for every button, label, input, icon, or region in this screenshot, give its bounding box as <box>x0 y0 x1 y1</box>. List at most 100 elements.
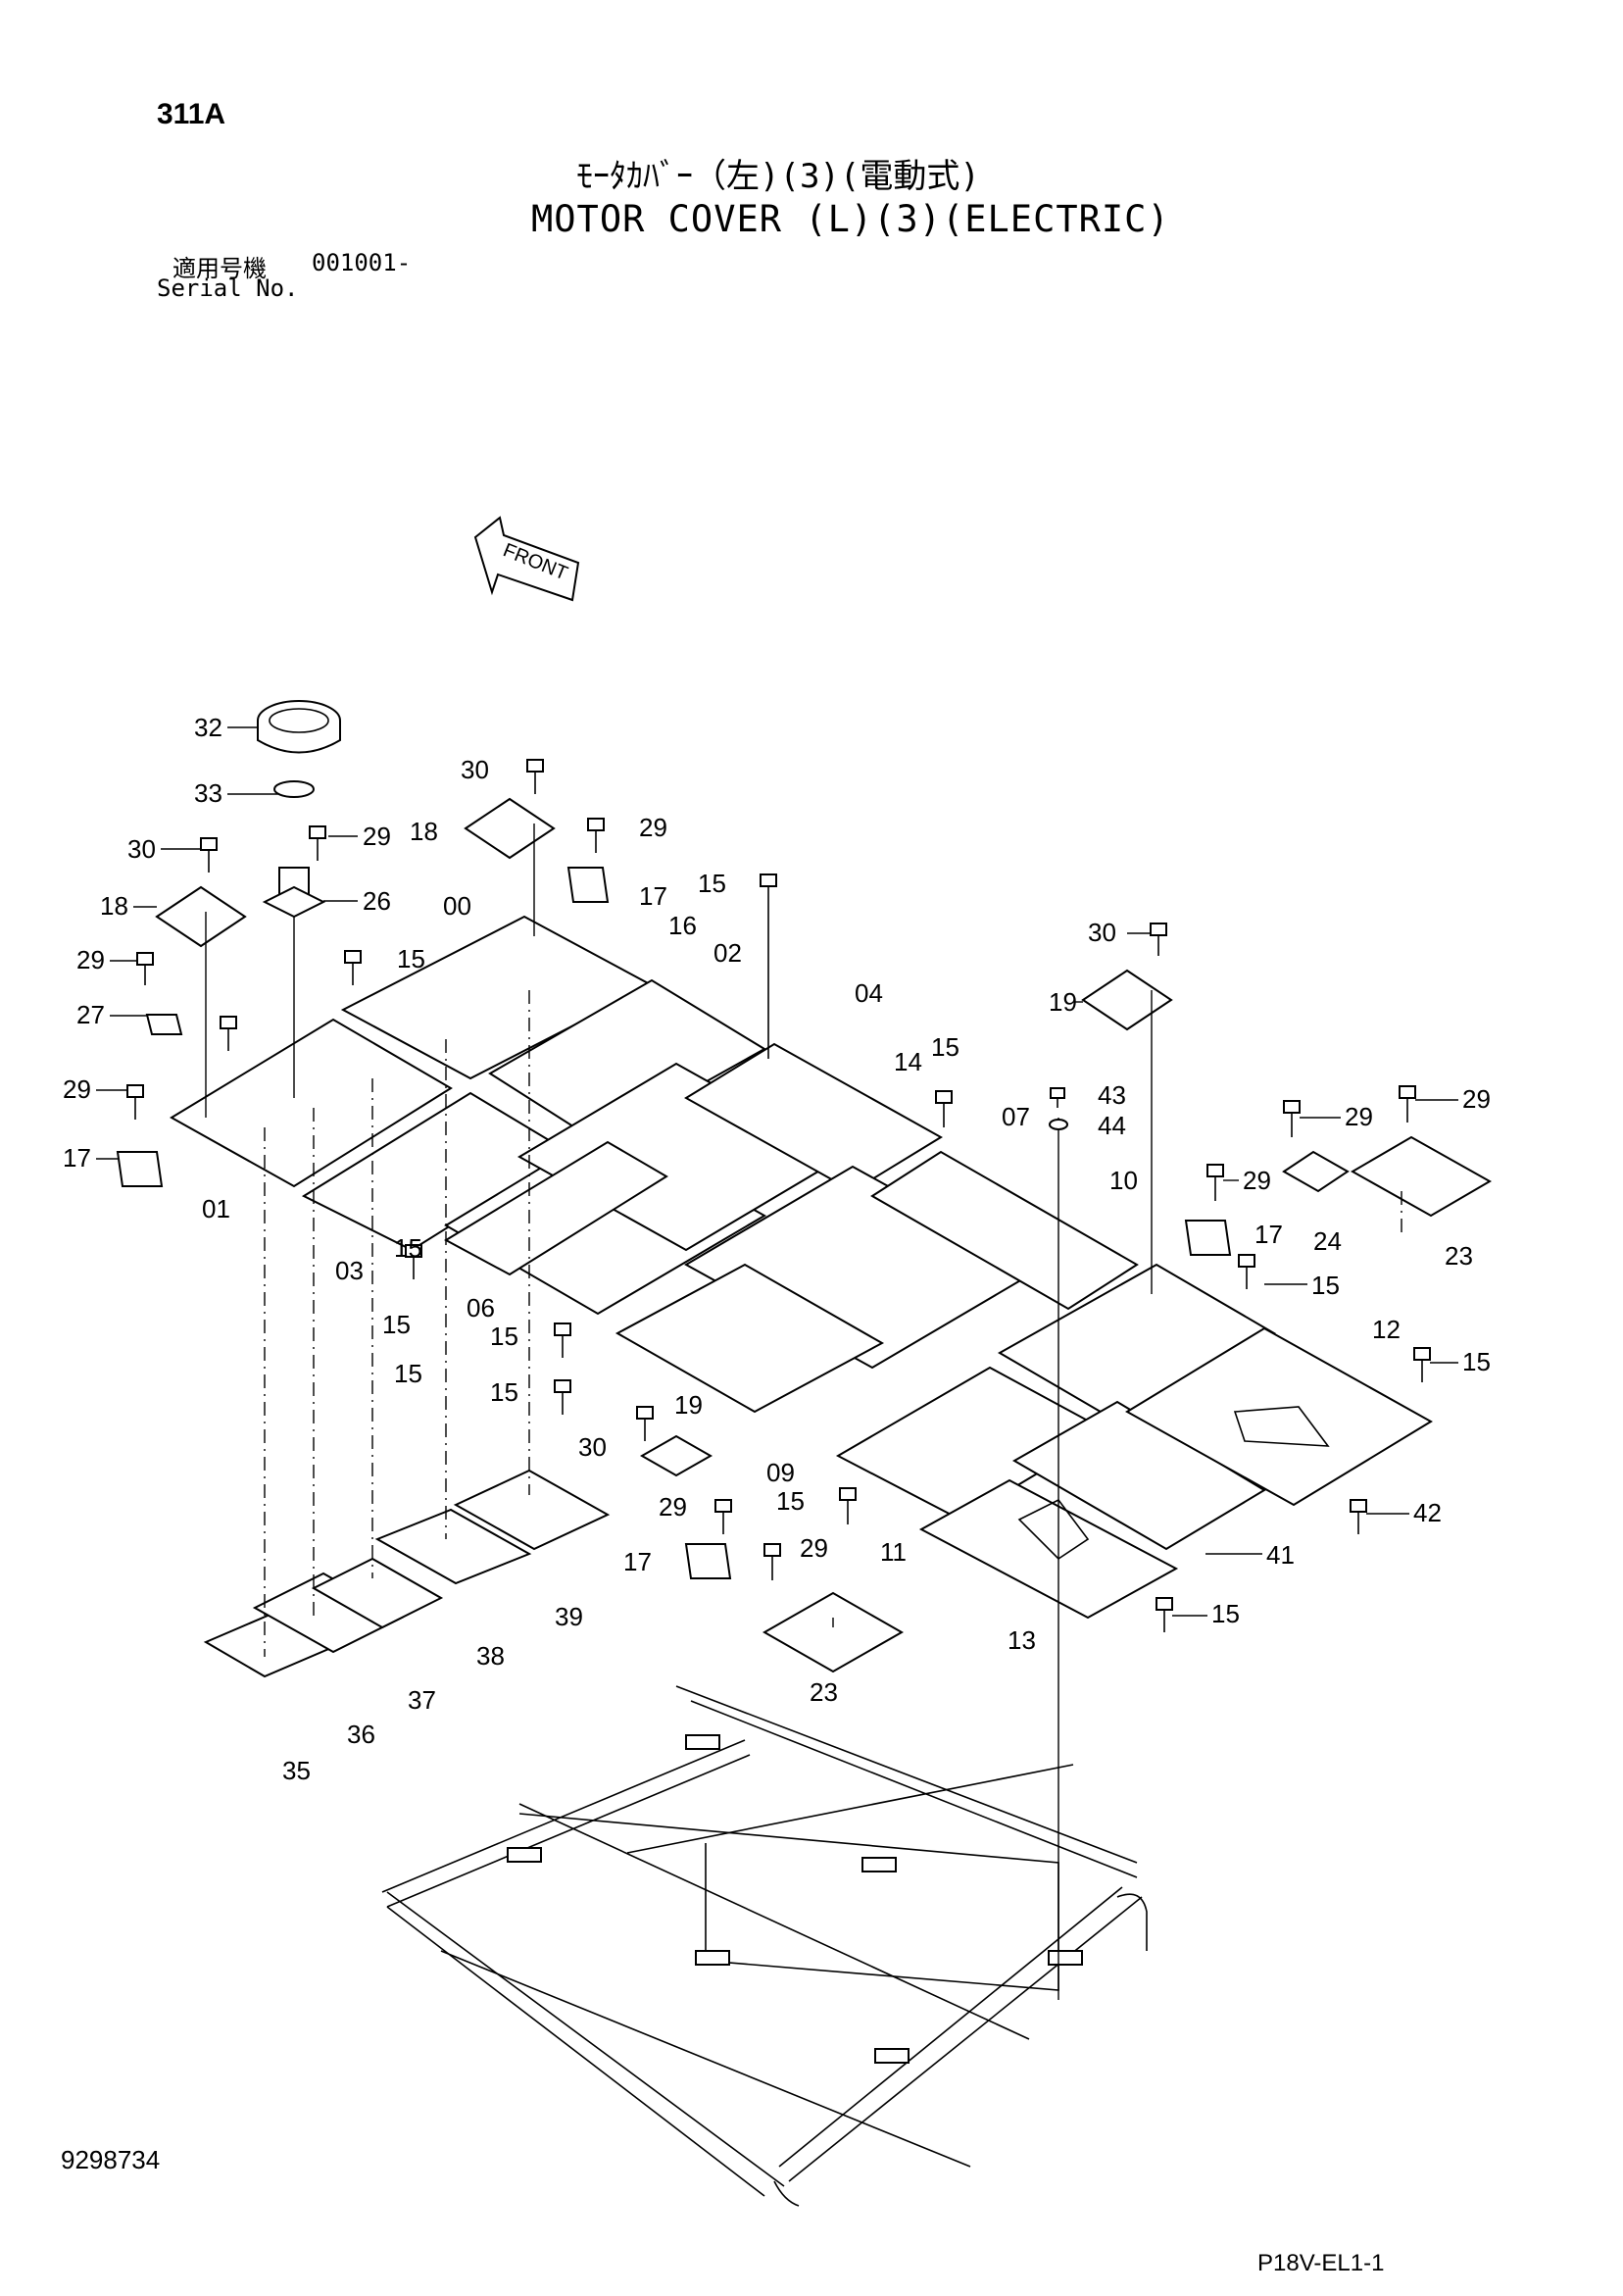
plate-06 <box>443 1140 668 1276</box>
callout-label: 15 <box>490 1322 518 1351</box>
callout-label: 29 <box>63 1074 91 1104</box>
callout-label: 29 <box>1345 1102 1373 1131</box>
callout-label: 09 <box>766 1458 795 1487</box>
callout-label: 29 <box>1462 1084 1491 1114</box>
callout-label: 23 <box>1445 1241 1473 1271</box>
bolt-icon <box>1050 1087 1065 1108</box>
sheet-code: P18V-EL1-1 <box>1257 2250 1385 2276</box>
bolt-icon <box>1283 1100 1301 1137</box>
callout-label: 16 <box>668 911 697 940</box>
bracket-17-right <box>1184 1220 1232 1256</box>
assembly-lines <box>205 824 1402 2000</box>
callout-label: 15 <box>1211 1599 1240 1628</box>
mat-37 <box>311 1557 444 1629</box>
cover-18-top <box>464 797 556 860</box>
bracket-17-lower <box>684 1543 732 1579</box>
bolt-icon <box>126 1084 144 1120</box>
bolt-icon <box>1206 1164 1224 1201</box>
callout-label: 17 <box>63 1143 91 1173</box>
callout-label: 33 <box>194 778 222 808</box>
callout-label: 15 <box>931 1032 959 1062</box>
bolt-icon <box>220 1016 237 1051</box>
bolt-icon <box>1413 1347 1431 1382</box>
motor-cap-assembly <box>257 700 341 919</box>
callout-label: 44 <box>1098 1111 1126 1140</box>
callout-label: 17 <box>1254 1220 1283 1249</box>
bolt-icon <box>526 759 544 794</box>
callout-label: 04 <box>855 978 883 1008</box>
callout-label: 15 <box>382 1310 411 1339</box>
bolt-icon <box>200 837 218 873</box>
callout-label: 32 <box>194 713 222 742</box>
title-japanese: ﾓｰﾀｶﾊﾞｰ（左)(3)(電動式) <box>576 157 980 196</box>
bolt-icon <box>344 950 362 985</box>
plate-01 <box>170 1018 453 1188</box>
document-number: 9298734 <box>61 2145 161 2174</box>
callout-label: 30 <box>578 1432 607 1462</box>
callout-label: 29 <box>1243 1166 1271 1195</box>
bolt-icon <box>1156 1597 1173 1632</box>
callout-label: 00 <box>443 891 471 921</box>
plate-09 <box>615 1263 885 1414</box>
callout-label: 35 <box>282 1756 311 1785</box>
bolt-icon <box>636 1406 654 1441</box>
bolt-icon <box>587 818 605 853</box>
mat-39 <box>453 1469 611 1551</box>
bracket-17-top <box>566 867 610 903</box>
callout-label: 07 <box>1002 1102 1030 1131</box>
bolt-icon <box>1150 923 1167 956</box>
callout-label: 03 <box>335 1256 364 1285</box>
page-code: 311A <box>157 98 226 130</box>
callout-label: 13 <box>1008 1625 1036 1655</box>
floor-mats <box>203 1469 611 1678</box>
callout-label: 18 <box>100 891 128 921</box>
callout-label: 30 <box>1088 918 1116 947</box>
bolt-icon <box>554 1379 571 1415</box>
callout-label: 02 <box>713 938 742 968</box>
plate-07 <box>870 1150 1139 1311</box>
callout-label: 12 <box>1372 1315 1401 1344</box>
bolt-icon <box>1238 1254 1255 1289</box>
callout-label: 30 <box>127 834 156 864</box>
callout-label: 19 <box>1049 987 1077 1017</box>
bracket-27 <box>145 1014 183 1035</box>
bolts <box>126 759 1431 1632</box>
callout-label: 41 <box>1266 1540 1295 1570</box>
plate-04 <box>684 1042 943 1193</box>
callout-label: 15 <box>1462 1347 1491 1376</box>
bolt-icon <box>136 952 154 985</box>
callout-label: 01 <box>202 1194 230 1223</box>
callout-label: 39 <box>555 1602 583 1631</box>
cover-24 <box>1282 1150 1350 1193</box>
callout-label: 15 <box>394 1233 422 1263</box>
callout-label: 29 <box>800 1533 828 1563</box>
cover-19-lower <box>639 1434 713 1477</box>
callout-label: 29 <box>639 813 667 842</box>
cover-23-right <box>1350 1135 1493 1218</box>
bolt-icon <box>405 1244 422 1279</box>
serial-label-english: Serial No. <box>157 275 299 302</box>
callout-label: 43 <box>1098 1080 1126 1110</box>
callout-label: 27 <box>76 1000 105 1029</box>
callout-label: 24 <box>1313 1226 1342 1256</box>
washer-icon <box>1049 1119 1068 1130</box>
callout-labels: 32 33 30 29 26 18 29 27 29 17 01 30 18 2… <box>63 713 1491 1785</box>
brackets <box>116 797 1493 1673</box>
cover-19-right <box>1081 969 1173 1031</box>
callout-label: 29 <box>659 1492 687 1522</box>
bolt-icon <box>760 873 777 1059</box>
callout-label: 18 <box>410 817 438 846</box>
callout-label: 29 <box>76 945 105 974</box>
plate-41 <box>1011 1400 1266 1551</box>
callout-label: 29 <box>363 822 391 851</box>
cover-23-lower <box>762 1591 905 1673</box>
callout-label: 23 <box>810 1677 838 1707</box>
bracket-17-left <box>116 1151 164 1187</box>
callout-label: 15 <box>394 1359 422 1388</box>
bolt-icon <box>1350 1499 1367 1534</box>
bolt-icon <box>935 1090 953 1127</box>
callout-label: 15 <box>490 1377 518 1407</box>
bolt-icon <box>1399 1085 1416 1123</box>
bolt-icon <box>309 825 326 861</box>
bolt-icon <box>554 1323 571 1358</box>
